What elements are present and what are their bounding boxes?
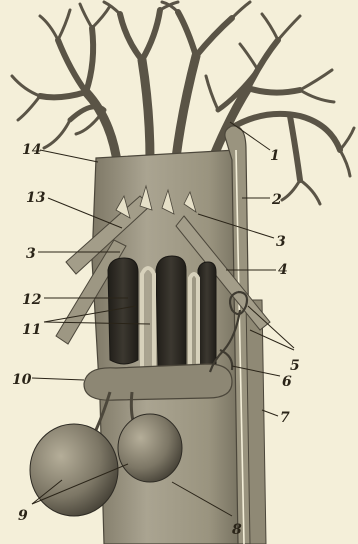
sac-large [30, 424, 118, 516]
label-4: 4 [278, 262, 288, 278]
label-7: 7 [280, 410, 290, 426]
right-sheath [246, 300, 266, 544]
label-9: 9 [18, 508, 28, 524]
label-13: 13 [26, 190, 46, 206]
sac-small [118, 414, 182, 482]
label-6: 6 [282, 374, 292, 390]
cavity-right [198, 262, 216, 371]
label-1: 1 [270, 148, 280, 164]
cavity-left [108, 258, 138, 364]
label-2: 2 [271, 192, 282, 208]
label-3-right: 3 [276, 234, 286, 250]
label-11: 11 [22, 322, 41, 338]
label-8: 8 [232, 522, 242, 538]
label-10: 10 [12, 372, 32, 388]
label-12: 12 [22, 292, 42, 308]
label-14: 14 [22, 142, 41, 158]
cavity-center [156, 256, 186, 372]
label-5: 5 [290, 358, 300, 374]
label-3-left: 3 [26, 246, 36, 262]
